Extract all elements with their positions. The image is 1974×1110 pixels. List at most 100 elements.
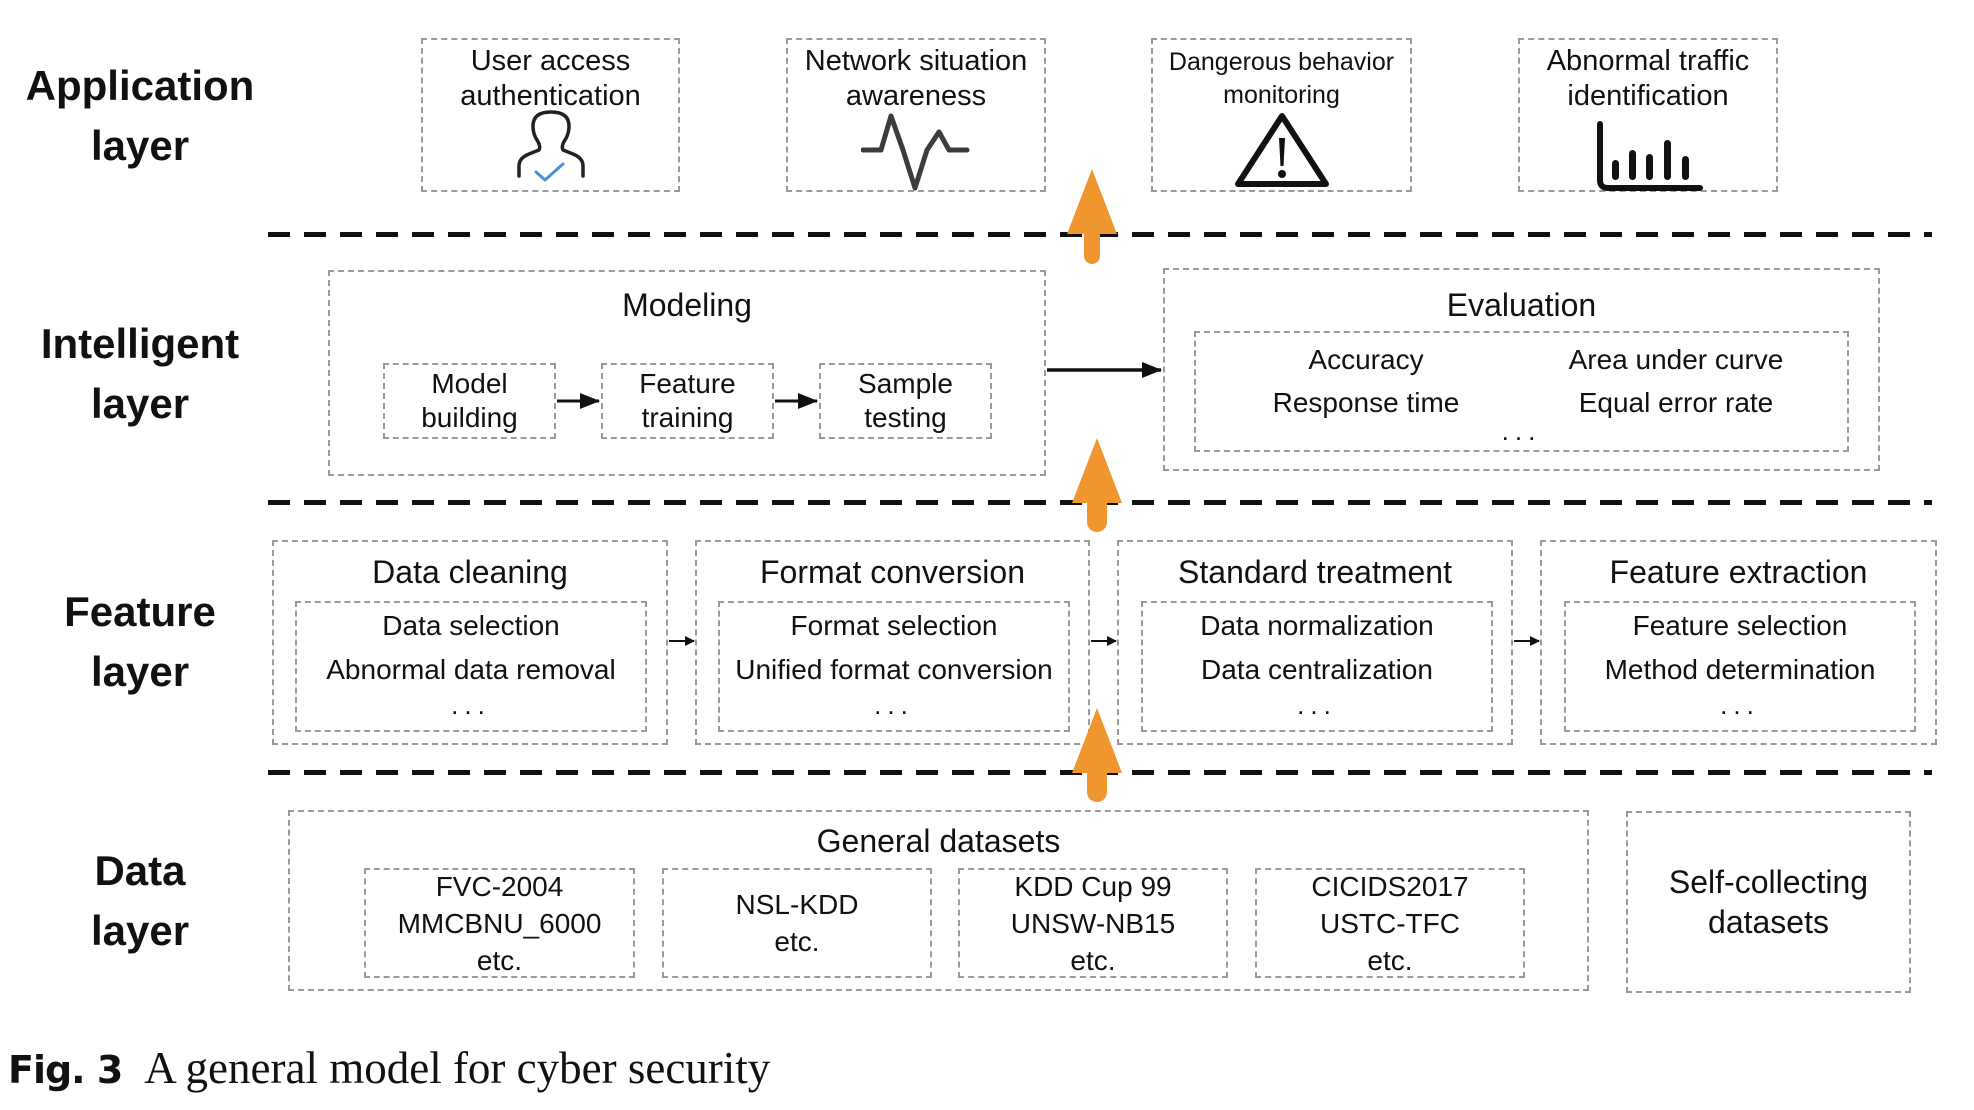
dataset-etc: etc.	[1367, 944, 1413, 976]
dataset-list: KDD Cup 99 UNSW-NB15 etc.	[960, 870, 1226, 976]
feature-item: Feature selection	[1632, 610, 1848, 641]
feature-title: Standard treatment	[1178, 554, 1452, 590]
feature-items: Format selection Unified format conversi…	[720, 609, 1068, 720]
dataset-name: FVC-2004	[435, 870, 564, 902]
figure-caption: Fig. 3 A general model for cyber security	[8, 1042, 770, 1094]
feature-items-feature-extraction: Feature selection Method determination .…	[1564, 601, 1916, 732]
evaluation-box: Evaluation	[1163, 268, 1880, 471]
title-line: authentication	[460, 80, 641, 112]
label-line: Application	[25, 62, 255, 109]
layer-separator	[268, 232, 1932, 237]
label-line: layer	[90, 648, 190, 695]
step-line: training	[641, 402, 734, 433]
feature-item: Unified format conversion	[735, 654, 1053, 685]
app-title: Network situation awareness	[788, 44, 1044, 114]
app-box-network-awareness: Network situation awareness	[786, 38, 1046, 192]
feature-title: Data cleaning	[372, 554, 568, 590]
app-box-dangerous-behavior: Dangerous behavior monitoring	[1151, 38, 1412, 192]
app-box-user-auth: User access authentication	[421, 38, 680, 192]
app-title: User access authentication	[423, 44, 678, 114]
dataset-name: KDD Cup 99	[1014, 870, 1172, 902]
feature-items: Feature selection Method determination .…	[1566, 609, 1914, 720]
feature-box-format-conversion: Format conversion	[695, 540, 1090, 745]
dataset-name: USTC-TFC	[1320, 907, 1460, 939]
label-line: Intelligent	[40, 320, 240, 367]
dataset-group-4: CICIDS2017 USTC-TFC etc.	[1255, 868, 1525, 978]
dataset-name: UNSW-NB15	[1010, 907, 1176, 939]
evaluation-metrics-box: Accuracy Area under curve Response time …	[1194, 331, 1849, 452]
layer-separator	[268, 500, 1932, 505]
ellipsis: ...	[874, 690, 914, 720]
warning-triangle-icon	[1234, 113, 1329, 187]
modeling-title: Modeling	[622, 287, 752, 323]
step-feature-training: Feature training	[601, 363, 774, 439]
user-check-icon	[516, 110, 585, 182]
application-layer-label: Application layer	[0, 56, 280, 176]
general-datasets-title: General datasets	[816, 823, 1061, 859]
general-datasets-box: General datasets	[288, 810, 1589, 991]
dataset-group-2: NSL-KDD etc.	[662, 868, 932, 978]
ellipsis: ...	[451, 690, 491, 720]
dataset-group-1: FVC-2004 MMCBNU_6000 etc.	[364, 868, 635, 978]
feature-layer-label: Feature layer	[0, 582, 280, 702]
evaluation-title: Evaluation	[1446, 287, 1597, 323]
dataset-name: MMCBNU_6000	[397, 907, 602, 939]
feature-items-format-conversion: Format selection Unified format conversi…	[718, 601, 1070, 732]
step-line: Model	[431, 368, 508, 399]
pulse-wave-icon	[861, 113, 970, 191]
figure-label: Fig. 3	[8, 1048, 123, 1092]
metric-auc: Area under curve	[1568, 344, 1784, 375]
figure-caption-text: A general model for cyber security	[144, 1043, 771, 1093]
intelligent-layer-label: Intelligent layer	[0, 314, 280, 434]
dataset-group-3: KDD Cup 99 UNSW-NB15 etc.	[958, 868, 1228, 978]
feature-item: Method determination	[1604, 654, 1876, 685]
dataset-etc: etc.	[774, 926, 820, 957]
ellipsis: ...	[1297, 690, 1337, 720]
layer-separator	[268, 770, 1932, 775]
dataset-list: CICIDS2017 USTC-TFC etc.	[1257, 870, 1523, 976]
feature-box-feature-extraction: Feature extraction	[1540, 540, 1937, 745]
feature-items-data-cleaning: Data selection Abnormal data removal ...	[295, 601, 647, 732]
step-model-building: Model building	[383, 363, 556, 439]
feature-item: Data normalization	[1200, 610, 1434, 641]
title-line: Network situation	[804, 45, 1028, 77]
label-line: Self-collecting	[1668, 864, 1869, 900]
data-layer-label: Data layer	[0, 841, 280, 961]
feature-item: Abnormal data removal	[326, 654, 616, 685]
upward-flow-arrow	[1067, 169, 1117, 264]
ellipsis: ...	[1501, 416, 1542, 446]
step-label: Feature training	[603, 365, 772, 437]
feature-item: Format selection	[790, 610, 998, 641]
self-collecting-label: Self-collecting datasets	[1628, 813, 1909, 991]
feature-title: Feature extraction	[1609, 554, 1868, 590]
label-line: layer	[90, 380, 190, 427]
step-line: building	[421, 402, 518, 433]
dataset-name: CICIDS2017	[1311, 870, 1469, 902]
metric-response-time: Response time	[1272, 387, 1460, 418]
metric-eer: Equal error rate	[1578, 387, 1774, 418]
label-line: datasets	[1708, 904, 1829, 940]
feature-item: Data selection	[382, 610, 560, 641]
ellipsis: ...	[1720, 690, 1760, 720]
feature-box-standard-treatment: Standard treatment	[1117, 540, 1513, 745]
title-line: User access	[470, 45, 631, 77]
step-label: Model building	[385, 365, 554, 437]
dataset-etc: etc.	[1070, 944, 1116, 976]
bar-chart-icon	[1597, 121, 1703, 191]
title-line: Dangerous behavior	[1168, 48, 1395, 76]
app-title: Dangerous behavior monitoring	[1153, 46, 1410, 112]
title-line: awareness	[845, 80, 987, 112]
step-line: Sample	[858, 368, 953, 399]
feature-items: Data selection Abnormal data removal ...	[297, 609, 645, 720]
dataset-list: FVC-2004 MMCBNU_6000 etc.	[366, 870, 633, 976]
feature-title: Format conversion	[760, 554, 1025, 590]
step-line: Feature	[639, 368, 736, 399]
feature-items: Data normalization Data centralization .…	[1143, 609, 1491, 720]
step-sample-testing: Sample testing	[819, 363, 992, 439]
title-line: monitoring	[1223, 81, 1340, 109]
label-line: layer	[90, 907, 190, 954]
self-collecting-datasets-box: Self-collecting datasets	[1626, 811, 1911, 993]
dataset-name: NSL-KDD	[735, 889, 859, 920]
feature-item: Data centralization	[1201, 654, 1433, 685]
feature-items-standard-treatment: Data normalization Data centralization .…	[1141, 601, 1493, 732]
